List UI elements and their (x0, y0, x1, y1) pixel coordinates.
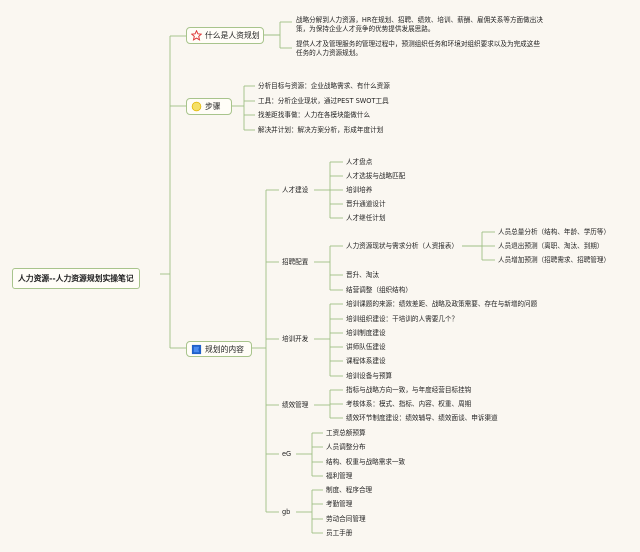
branch-label: 什么是人资规划 (205, 31, 260, 40)
group-eg: eG (282, 450, 292, 458)
list-item: 工资总额预算 (326, 429, 366, 437)
group-training: 培训开发 (282, 335, 309, 343)
star-outline-icon (191, 30, 202, 41)
list-item: 培训课题的来源：绩效差距、战略及政策需要、存在与新增的问题 (346, 300, 538, 308)
list-item: 人力资源现状与需求分析（人资报表） (346, 242, 459, 250)
list-item: 晋升、淘汰 (346, 271, 379, 279)
branch-what-is-hr-planning[interactable]: 什么是人资规划 (186, 27, 264, 44)
list-item: 制度、程序合理 (326, 486, 373, 494)
group-gb: gb (282, 508, 291, 516)
list-item: 晋升通道设计 (346, 200, 386, 208)
note-definition: 战略分解到人力资源，HR在规划、招聘、绩效、培训、薪酬、雇佣关系等方面做出决策，… (296, 16, 543, 33)
step-item: 分析目标与资源：企业战略需求、有什么资源 (258, 82, 390, 90)
list-item: 结构、权重与战略需求一致 (326, 458, 406, 466)
list-item: 福利管理 (326, 472, 353, 480)
list-item: 课程体系建设 (346, 357, 386, 365)
step-item: 工具：分析企业现状，通过PEST SWOT工具 (258, 97, 389, 105)
group-talent-building: 人才建设 (282, 186, 309, 194)
list-item: 人员调整分布 (326, 443, 366, 451)
group-performance: 绩效管理 (282, 401, 309, 409)
flag-icon (191, 344, 202, 354)
list-item: 员工手册 (326, 529, 353, 537)
list-item: 人员总量分析（结构、年龄、学历等） (498, 228, 611, 236)
list-item: 培训组织建设：干培训的人需要几个？ (346, 315, 459, 323)
list-item: 考勤管理 (326, 500, 353, 508)
note-management-process: 提供人才及管理服务的管理过程中，预测组织任务和环境对组织要求以及为完成这些任务的… (296, 40, 540, 57)
list-item: 培训设备与预算 (346, 372, 393, 380)
group-recruitment: 招聘配置 (282, 258, 309, 266)
list-item: 人员退出预测（离职、淘汰、到期） (498, 242, 604, 250)
step-item: 找差距找事做：人力在各模块能做什么 (258, 111, 371, 119)
branch-label: 规划的内容 (205, 344, 244, 354)
sun-icon (191, 101, 202, 112)
list-item: 考核体系：模式、指标、内容、权重、周期 (346, 400, 472, 408)
list-item: 结营调整（组织结构） (346, 286, 412, 294)
step-item: 解决并计划：解决方案分析，形成年度计划 (258, 126, 384, 134)
list-item: 人才盘点 (346, 158, 373, 166)
list-item: 人才选拔与战略匹配 (346, 172, 406, 180)
branch-planning-content[interactable]: 规划的内容 (186, 341, 252, 357)
list-item: 培训培养 (346, 186, 373, 194)
branch-steps[interactable]: 步骤 (186, 98, 232, 115)
list-item: 劳动合同管理 (326, 515, 366, 523)
root-label: 人力资源--人力资源规划实操笔记 (18, 274, 134, 283)
list-item: 指标与战略方向一致，与年度经营目标挂钩 (346, 386, 472, 394)
root-topic[interactable]: 人力资源--人力资源规划实操笔记 (12, 268, 140, 289)
list-item: 人才继任计划 (346, 214, 386, 222)
list-item: 培训制度建设 (346, 329, 386, 337)
list-item: 绩效环节制度建设：绩效辅导、绩效面谈、申诉渠道 (346, 414, 498, 422)
branch-label: 步骤 (205, 102, 221, 111)
list-item: 人员增加预测（招聘需求、招聘管理） (498, 256, 611, 264)
list-item: 讲师队伍建设 (346, 343, 386, 351)
